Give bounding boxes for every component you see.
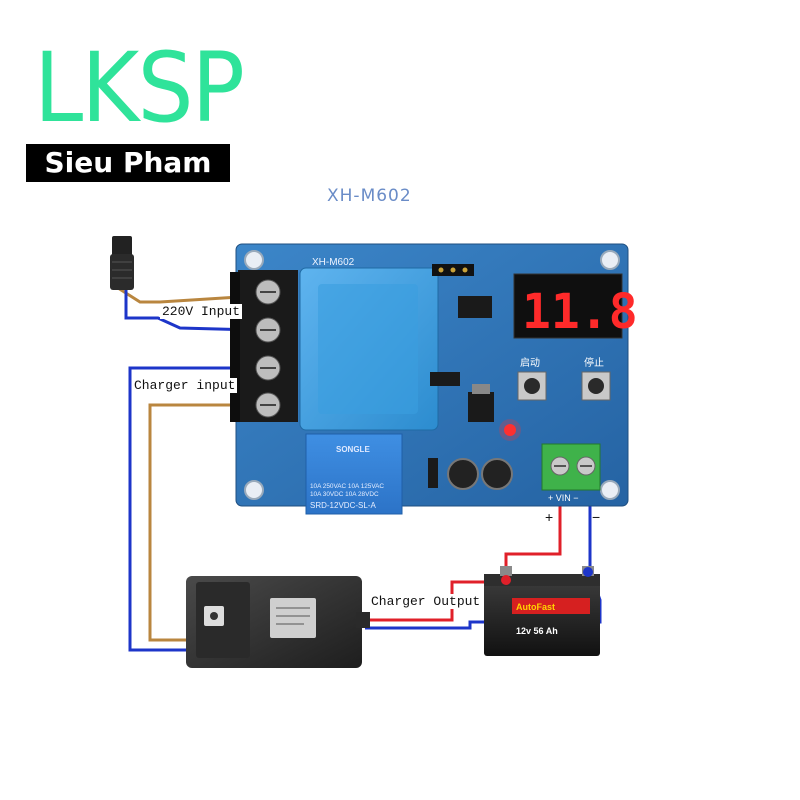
- seven-segment-display: 11.8: [522, 284, 638, 340]
- label-charger-output: Charger Output: [369, 594, 483, 609]
- relay-rating-2: 10A 30VDC 10A 28VDC: [310, 491, 379, 498]
- charger-adapter: [186, 576, 370, 668]
- xh-m602-board: SONGLE 10A 250VAC 10A 125VAC 10A 30VDC 1…: [230, 243, 638, 515]
- led-indicator: [504, 424, 516, 436]
- relay-model: SRD-12VDC-SL-A: [310, 501, 376, 510]
- logo-subtitle: Sieu Pham: [26, 144, 230, 182]
- wire-220v-blue: [124, 290, 256, 332]
- start-button: [524, 378, 540, 394]
- wire-charger-in-brown: [148, 403, 255, 642]
- relay-rating-1: 10A 250VAC 10A 125VAC: [310, 483, 384, 490]
- car-battery: AutoFast 12v 56 Ah: [484, 566, 600, 656]
- logo-title: LKSP: [34, 32, 245, 144]
- label-220v-input: 220V Input: [160, 304, 243, 319]
- button-start-label: 启动: [520, 356, 540, 369]
- relay-brand: SONGLE: [336, 445, 370, 454]
- terminal-vin-label: + VIN −: [548, 493, 579, 503]
- wire-220v-brown: [117, 286, 256, 304]
- board-title: XH-M602: [327, 186, 412, 206]
- power-plug: [110, 236, 134, 290]
- stop-button: [588, 378, 604, 394]
- board-silk-label: XH-M602: [312, 257, 355, 268]
- button-stop-label: 停止: [584, 356, 604, 369]
- wire-charger-in-blue: [128, 366, 255, 652]
- battery-spec: 12v 56 Ah: [516, 626, 558, 636]
- minus-sign: −: [592, 509, 600, 525]
- plus-sign: +: [545, 509, 553, 525]
- label-charger-input: Charger input: [132, 378, 238, 393]
- battery-brand: AutoFast: [516, 602, 555, 612]
